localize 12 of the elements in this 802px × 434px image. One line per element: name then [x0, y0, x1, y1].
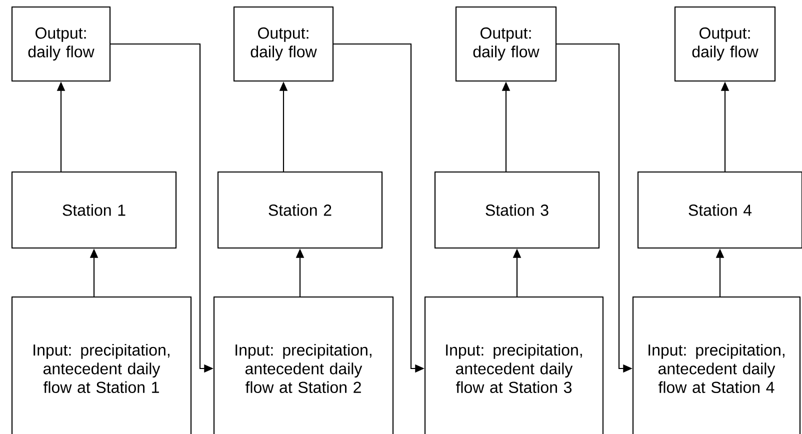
station-box: Station 1 [11, 171, 177, 249]
output-box: Output: daily flow [674, 6, 776, 82]
output-box: Output: daily flow [233, 6, 334, 82]
station-box: Station 2 [217, 171, 383, 249]
output-box: Output: daily flow [11, 6, 111, 82]
station-box: Station 3 [434, 171, 600, 249]
input-box: Input: precipitation, antecedent daily flow at Station 4 [632, 296, 801, 434]
output-box: Output: daily flow [455, 6, 557, 82]
input-box: Input: precipitation, antecedent daily flow at Station 2 [213, 296, 394, 434]
input-box: Input: precipitation, antecedent daily flow at Station 3 [424, 296, 604, 434]
station-box: Station 4 [637, 171, 802, 249]
input-box: Input: precipitation, antecedent daily flow at Station 1 [11, 296, 192, 434]
